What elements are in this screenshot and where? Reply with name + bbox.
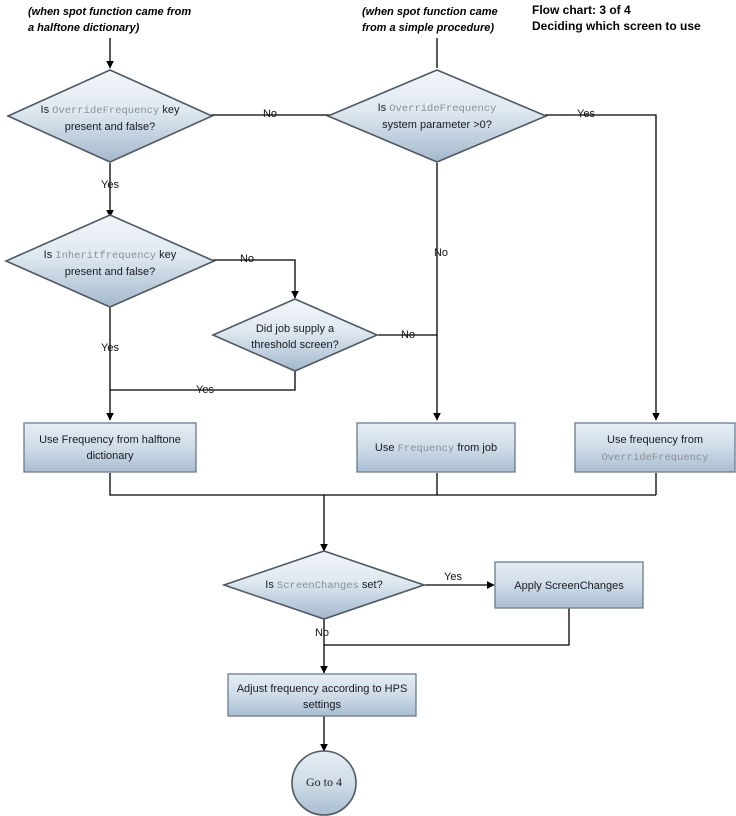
svg-text:Is Inheritfrequency key: Is Inheritfrequency key — [44, 249, 177, 262]
edge-label-d2-yes: Yes — [577, 108, 595, 120]
d3-line1-post: key — [156, 249, 177, 261]
page-title: Flow chart: 3 of 4 Deciding which screen… — [532, 3, 701, 33]
annotation-note-simple-procedure: (when spot function came from a simple p… — [362, 6, 498, 34]
p3-line1: Use frequency from — [607, 434, 703, 446]
edge-label-d5-no: No — [315, 627, 329, 639]
d3-line1-mono: Inheritfrequency — [55, 250, 156, 262]
edge-label-d1-yes: Yes — [101, 179, 119, 191]
d2-line1-mono: OverrideFrequency — [389, 103, 496, 115]
edge-d4-yes — [110, 371, 296, 391]
svg-text:Is OverrideFrequency: Is OverrideFrequency — [378, 102, 497, 115]
p5-line1: Adjust frequency according to HPS — [237, 683, 408, 695]
note2-line1: (when spot function came — [362, 6, 498, 18]
t1-text: Go to 4 — [306, 775, 342, 789]
d4-line2: threshold screen? — [251, 339, 338, 351]
edge-d3-no — [213, 259, 299, 299]
annotation-note-halftone-dictionary: (when spot function came from a halftone… — [28, 6, 191, 34]
d1-line2: present and false? — [65, 121, 156, 133]
edge-merge-bus — [109, 473, 656, 496]
node-process-use-frequency-halftone-dictionary[interactable]: Use Frequency from halftone dictionary — [23, 422, 197, 473]
d5-pre: Is — [265, 579, 277, 591]
node-process-use-frequency-from-job[interactable]: Use Frequency from job — [356, 422, 516, 473]
node-decision-override-frequency-key[interactable]: Is OverrideFrequency key present and fal… — [6, 69, 214, 163]
p1-line1: Use Frequency from halftone — [39, 434, 181, 446]
edge-d2-yes — [545, 114, 660, 421]
edge-label-d2-no: No — [434, 247, 448, 259]
edge-label-d5-yes: Yes — [444, 571, 462, 583]
d2-line1-pre: Is — [378, 102, 390, 114]
note1-line2: a halftone dictionary) — [28, 22, 140, 34]
svg-text:Use Frequency from job: Use Frequency from job — [375, 442, 497, 455]
d1-line1-mono: OverrideFrequency — [52, 105, 159, 117]
p2-mono: Frequency — [398, 443, 455, 455]
node-process-adjust-frequency-hps[interactable]: Adjust frequency according to HPS settin… — [227, 673, 417, 717]
svg-text:Is OverrideFrequency key: Is OverrideFrequency key — [41, 104, 180, 117]
connector-layer — [106, 38, 660, 752]
note1-line1: (when spot function came from — [28, 6, 191, 18]
edge-label-d4-no: No — [401, 329, 415, 341]
d1-line1-post: key — [159, 104, 180, 116]
p1-line2: dictionary — [86, 450, 134, 462]
d3-line2: present and false? — [65, 266, 156, 278]
p2-post: from job — [454, 442, 497, 454]
node-decision-threshold-screen[interactable]: Did job supply a threshold screen? — [211, 298, 379, 372]
edge-label-d3-yes: Yes — [101, 342, 119, 354]
d1-line1-pre: Is — [41, 104, 53, 116]
p4-text: Apply ScreenChanges — [514, 580, 624, 592]
page-title-line1: Flow chart: 3 of 4 — [532, 3, 631, 17]
node-decision-screenchanges-set[interactable]: Is ScreenChanges set? — [221, 550, 427, 620]
edge-p4-to-p5 — [324, 608, 570, 646]
edge-label-d4-yes: Yes — [196, 384, 214, 396]
note2-line2: from a simple procedure) — [362, 22, 494, 34]
p2-pre: Use — [375, 442, 398, 454]
d3-line1-pre: Is — [44, 249, 56, 261]
edge-label-layer: No Yes Yes No No Yes Yes No Yes No — [101, 108, 595, 639]
d4-line1: Did job supply a — [256, 323, 335, 335]
node-process-apply-screenchanges[interactable]: Apply ScreenChanges — [494, 561, 644, 609]
p5-line2: settings — [303, 699, 341, 711]
p3-line2-mono: OverrideFrequency — [601, 452, 708, 464]
node-terminator-go-to-4[interactable]: Go to 4 — [291, 750, 357, 816]
d2-line2: system parameter >0? — [382, 119, 492, 131]
d5-post: set? — [359, 579, 383, 591]
edge-label-d1-no: No — [263, 108, 277, 120]
node-process-use-frequency-override[interactable]: Use frequency from OverrideFrequency — [574, 422, 736, 473]
d5-mono: ScreenChanges — [277, 580, 359, 592]
node-decision-inherit-frequency-key[interactable]: Is Inheritfrequency key present and fals… — [4, 214, 216, 308]
node-decision-override-frequency-sysparam[interactable]: Is OverrideFrequency system parameter >0… — [325, 69, 549, 163]
svg-text:Is ScreenChanges set?: Is ScreenChanges set? — [265, 579, 382, 592]
page-title-line2: Deciding which screen to use — [532, 19, 701, 33]
edge-label-d3-no: No — [240, 253, 254, 265]
